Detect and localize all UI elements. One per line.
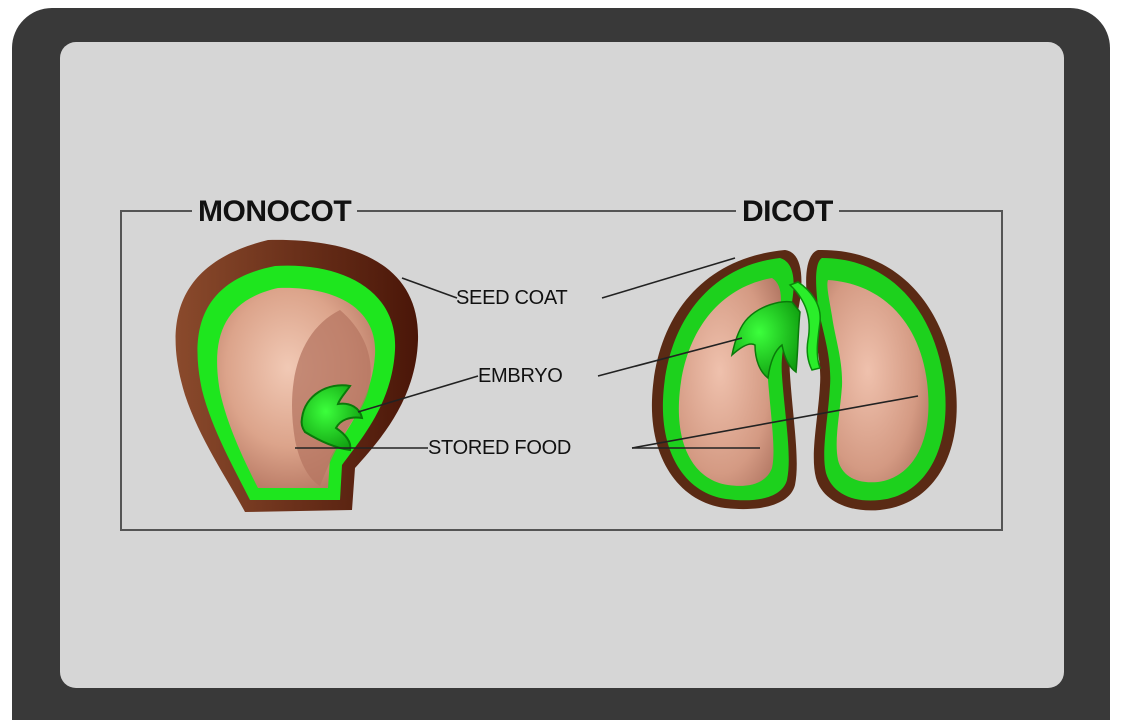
- monocot-seed: [176, 240, 418, 512]
- embryo-label: EMBRYO: [478, 366, 563, 386]
- monocot-title: MONOCOT: [192, 197, 357, 227]
- dicot-title: DICOT: [736, 197, 839, 227]
- seed-coat-leader-left: [402, 278, 457, 298]
- stored-food-label: STORED FOOD: [428, 438, 571, 458]
- dicot-seed: [652, 250, 957, 510]
- seed-coat-label: SEED COAT: [456, 288, 567, 308]
